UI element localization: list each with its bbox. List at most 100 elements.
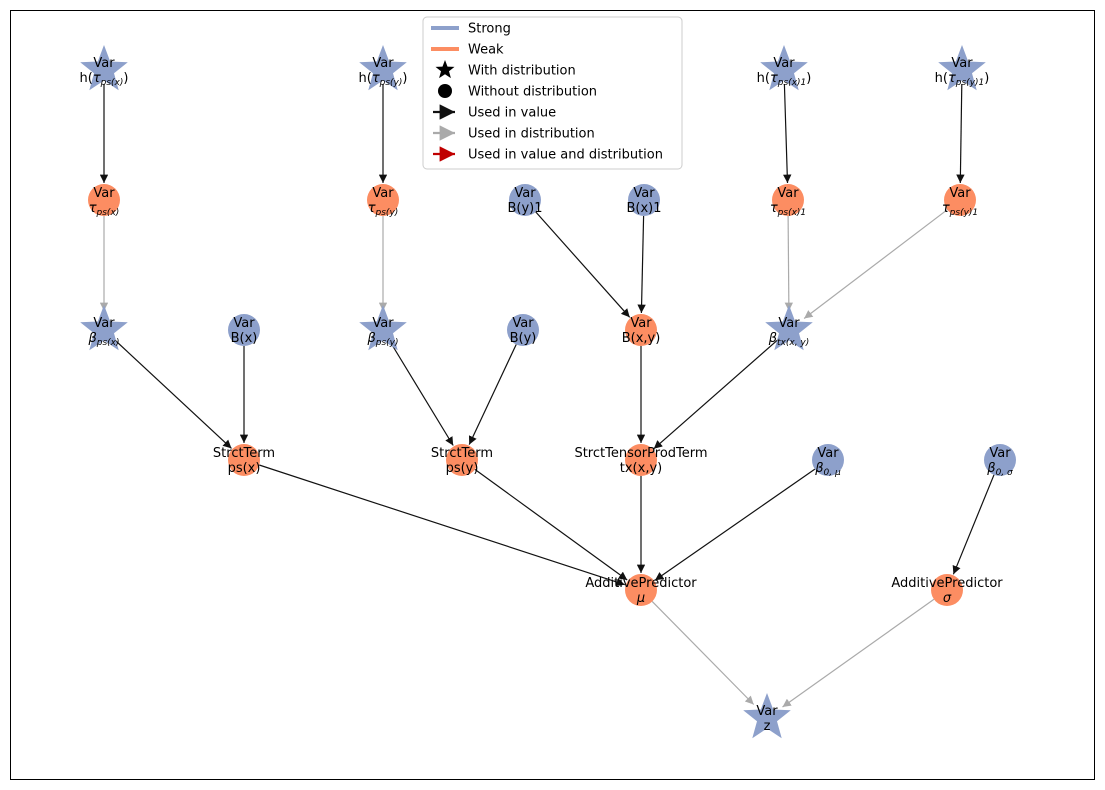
node-label-segment: τ xyxy=(89,201,97,216)
node-star-marker xyxy=(80,45,128,91)
edge-pred_mu-to-z xyxy=(651,600,755,705)
legend-item: Weak xyxy=(431,43,504,58)
node-label-line2: h(τps(x)1) xyxy=(757,71,812,88)
node-label-line1: AdditivePredictor xyxy=(585,576,697,591)
node-label-segment: ps(y)1 xyxy=(949,208,978,218)
node-label-segment: β xyxy=(366,331,375,346)
legend-label: Used in value xyxy=(468,106,556,121)
edge-beta_tx-to-term_txy xyxy=(653,338,779,450)
node-label-line2: h(τps(y)1) xyxy=(935,71,990,88)
node-label-line1: Var xyxy=(512,316,534,331)
node-label-segment: β xyxy=(814,461,823,476)
node-circle-marker xyxy=(625,444,657,476)
node-label-line2: βps(y) xyxy=(366,331,398,348)
node-label-line1: Var xyxy=(989,446,1011,461)
node-label-line2: τps(y) xyxy=(368,201,399,218)
node-label-segment: z xyxy=(764,719,771,734)
node-label-segment: B(y)1 xyxy=(507,201,542,216)
node-label-line2: h(τps(y)) xyxy=(359,71,408,88)
node-label-line1: Var xyxy=(372,186,394,201)
node-label-line1: Var xyxy=(93,186,115,201)
node-label-segment: B(x)1 xyxy=(626,201,661,216)
node-label-segment: ) xyxy=(806,71,811,86)
node-label-segment: τ xyxy=(372,71,380,86)
node-circle-marker xyxy=(228,444,260,476)
node-star-marker xyxy=(938,45,986,91)
node-star-marker xyxy=(743,693,791,739)
edge-tau_psy1-to-beta_tx xyxy=(803,209,948,319)
node-label-segment: τ xyxy=(942,201,950,216)
legend-item: Used in value xyxy=(433,104,556,121)
legend-circle-icon xyxy=(438,84,452,98)
node-label-line2: τps(x)1 xyxy=(770,201,806,218)
legend-label: With distribution xyxy=(468,64,576,79)
node-circle-marker xyxy=(772,184,804,216)
node-label-line1: Var xyxy=(514,186,536,201)
legend-label: Strong xyxy=(468,22,511,37)
legend-item: With distribution xyxy=(435,60,576,79)
node-label-segment: β xyxy=(87,331,96,346)
node-label-line1: Var xyxy=(93,56,115,71)
node-label-line1: Var xyxy=(949,186,971,201)
node-label-line2: β0, μ xyxy=(814,461,841,478)
node-circle-marker xyxy=(228,314,260,346)
node-label-segment: ps(y) xyxy=(375,338,399,348)
node-label-segment: tx(x,y) xyxy=(620,461,662,476)
legend-star-icon xyxy=(435,60,455,79)
node-label-line1: Var xyxy=(951,56,973,71)
node-label-line2: τps(y)1 xyxy=(942,201,978,218)
node-label-segment: h( xyxy=(80,71,93,86)
node-label-line1: Var xyxy=(756,704,778,719)
legend-item: Without distribution xyxy=(438,84,597,100)
node-label-segment: τ xyxy=(948,71,956,86)
node-label-line1: Var xyxy=(633,186,655,201)
legend-label: Used in value and distribution xyxy=(468,148,663,163)
node-label-segment: ps(x) xyxy=(96,208,120,218)
node-label-line2: τps(x) xyxy=(89,201,120,218)
legend-box xyxy=(422,16,683,170)
node-label-segment: ) xyxy=(984,71,989,86)
edge-By1-to-Bxy xyxy=(535,211,631,318)
node-label-segment: h( xyxy=(935,71,948,86)
edge-h_tau_psx1-to-tau_psx1 xyxy=(783,83,792,184)
node-label-line2: tx(x,y) xyxy=(620,461,662,476)
node-label-line2: B(y) xyxy=(510,331,537,346)
node-star-marker xyxy=(359,45,407,91)
node-label-line2: ps(y) xyxy=(446,461,479,476)
node-label-line1: StrctTerm xyxy=(431,446,493,461)
node-label-line2: h(τps(x)) xyxy=(80,71,129,88)
node-label-segment: β xyxy=(986,461,995,476)
node-label-segment: h( xyxy=(757,71,770,86)
node-label-segment: σ xyxy=(943,591,952,606)
legend-item: Used in distribution xyxy=(433,125,595,142)
node-label-line1: Var xyxy=(372,316,394,331)
node-label-line2: B(y)1 xyxy=(507,201,542,216)
edge-h_tau_psy1-to-tau_psy1 xyxy=(956,83,965,184)
node-label-segment: μ xyxy=(636,591,645,606)
node-label-line2: μ xyxy=(636,591,645,606)
node-label-line2: ps(x) xyxy=(228,461,261,476)
node-label-segment: τ xyxy=(368,201,376,216)
node-label-line1: AdditivePredictor xyxy=(891,576,1003,591)
node-label-line1: Var xyxy=(773,56,795,71)
edge-beta0_sigma-to-pred_sigma xyxy=(952,474,995,575)
node-label-segment: ps(x)1 xyxy=(777,78,806,88)
legend-label: Weak xyxy=(468,43,504,58)
node-label-line1: StrctTerm xyxy=(213,446,275,461)
node-label-line2: βps(x) xyxy=(87,331,119,348)
node-label-segment: ps(x) xyxy=(100,78,124,88)
edge-beta0_mu-to-pred_mu xyxy=(654,468,816,581)
node-label-segment: ) xyxy=(123,71,128,86)
node-label-segment: ps(y)1 xyxy=(955,78,984,88)
